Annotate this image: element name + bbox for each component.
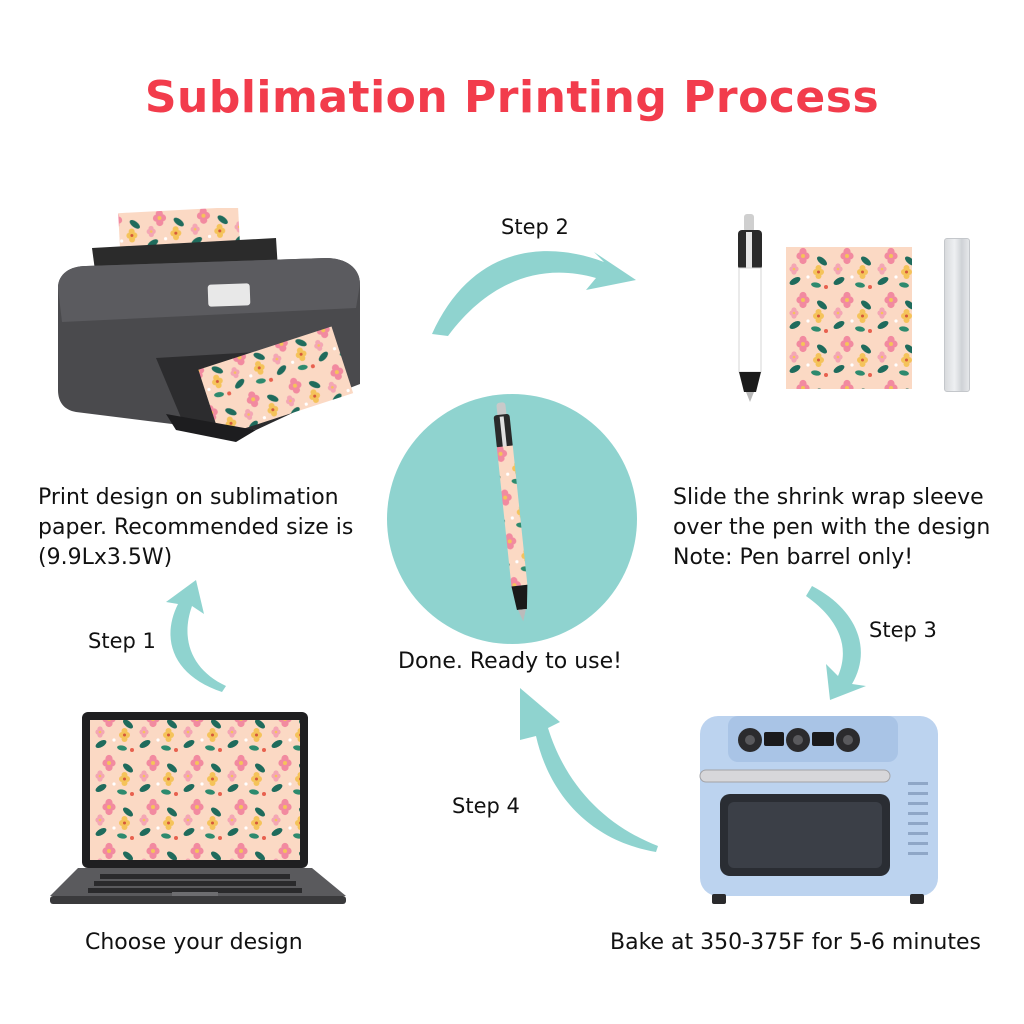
step-3-label: Step 3 <box>869 618 937 642</box>
print-description: Print design on sublimation paper. Recom… <box>38 483 353 573</box>
pen-icon <box>738 214 762 402</box>
print-line-3: (9.9Lx3.5W) <box>38 545 173 570</box>
center-caption: Done. Ready to use! <box>398 649 622 674</box>
step-4-label: Step 4 <box>452 794 520 818</box>
laptop-icon <box>50 712 346 904</box>
print-line-2: paper. Recommended size is <box>38 515 354 540</box>
printer-icon <box>58 208 360 442</box>
wrap-line-2: over the pen with the design <box>673 515 991 540</box>
step3-arrow <box>806 586 866 700</box>
finished-pen-icon <box>493 402 528 622</box>
design-description: Choose your design <box>85 930 303 955</box>
page-title: Sublimation Printing Process <box>144 72 880 123</box>
step-2-label: Step 2 <box>501 215 569 239</box>
print-line-1: Print design on sublimation <box>38 485 339 510</box>
bake-description: Bake at 350-375F for 5-6 minutes <box>610 930 981 955</box>
step4-arrow <box>520 688 658 852</box>
floral-sheet-icon <box>786 247 912 389</box>
step2-arrow <box>432 251 636 336</box>
oven-icon <box>699 716 938 904</box>
wrap-line-3: Note: Pen barrel only! <box>673 545 914 570</box>
shrink-sleeve-icon <box>944 238 970 392</box>
step-1-label: Step 1 <box>88 629 156 653</box>
wrap-line-1: Slide the shrink wrap sleeve <box>673 485 984 510</box>
step1-arrow <box>166 580 226 692</box>
wrap-description: Slide the shrink wrap sleeve over the pe… <box>673 483 990 573</box>
